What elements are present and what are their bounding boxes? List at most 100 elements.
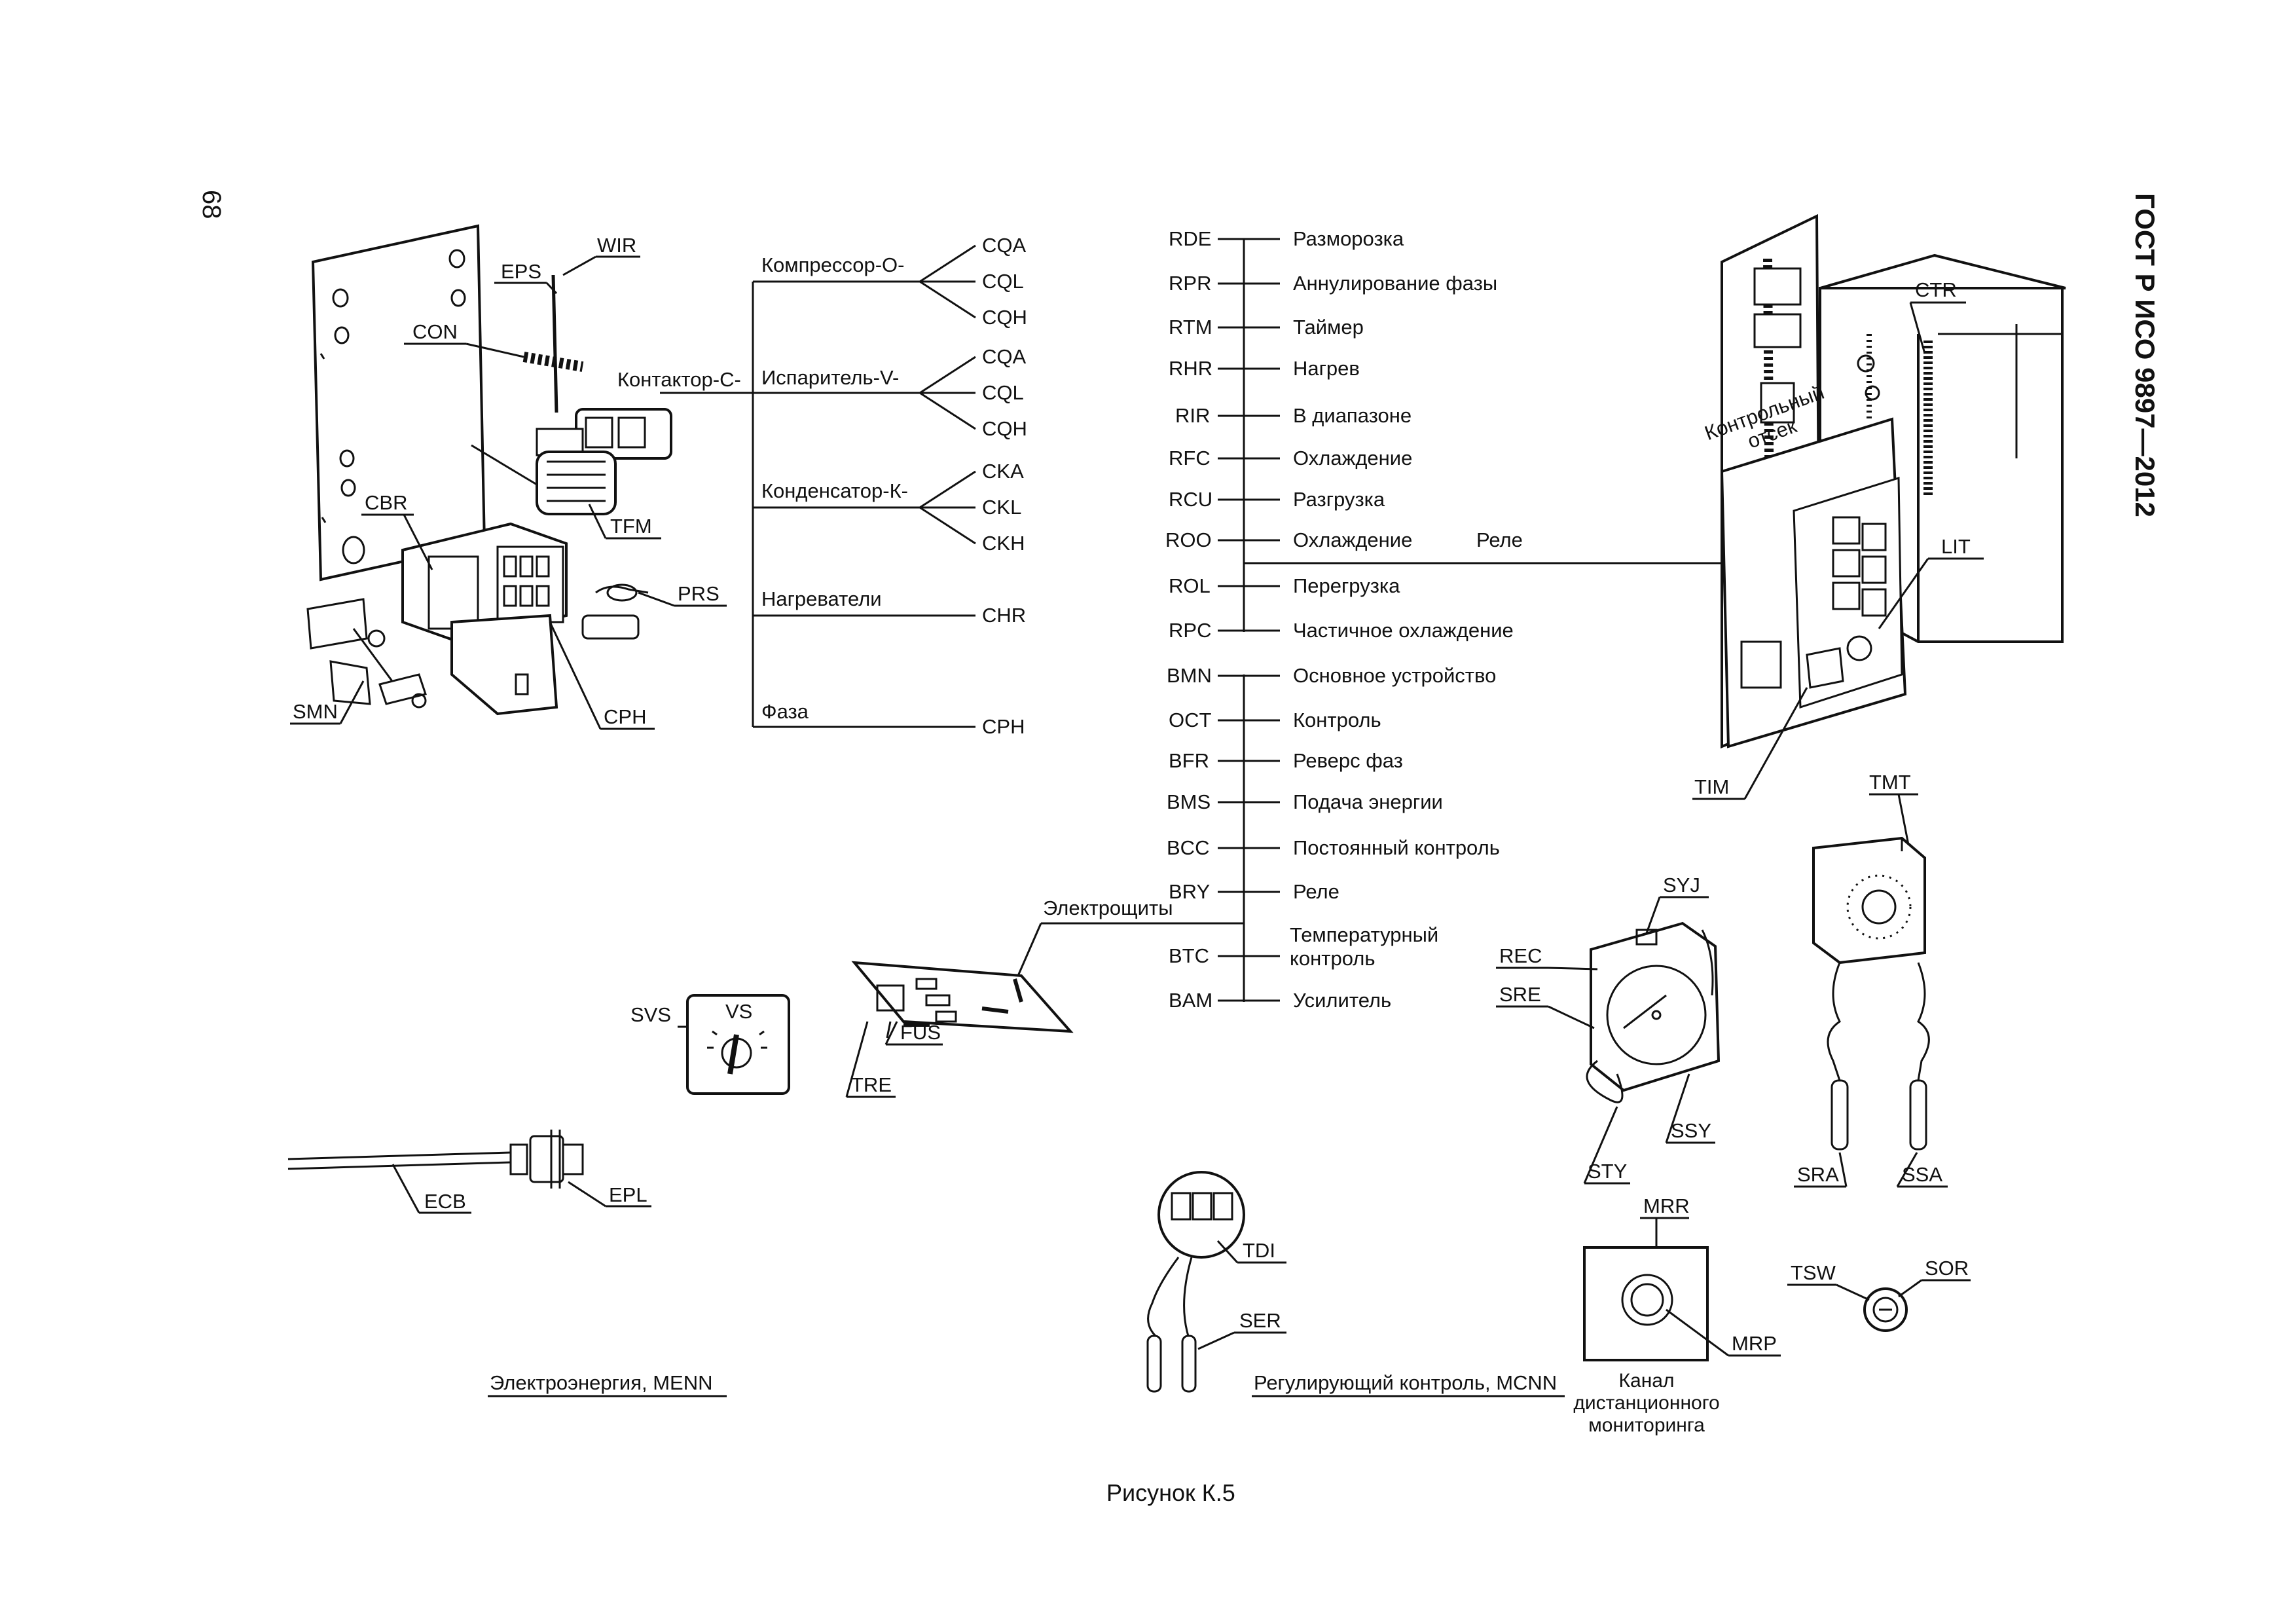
board-name-0: Основное устройство (1293, 664, 1496, 687)
relay-code-5: RFC (1169, 447, 1211, 470)
remote-channel-caption: Канал дистанционного мониторинга (1573, 1370, 1720, 1436)
switch-leaders (1787, 1279, 1971, 1301)
tree-code-4-0: CPH (982, 715, 1025, 738)
tree-branch-1: Испаритель-V- (761, 366, 899, 389)
board-name-7: Усилитель (1293, 989, 1391, 1012)
label-con: CON (412, 320, 458, 343)
label-tmt: TMT (1869, 771, 1911, 794)
tree-code-1-1: CQL (982, 381, 1024, 404)
label-ecb: ECB (424, 1190, 466, 1213)
contactor-tree-lines (660, 244, 976, 728)
relay-code-6: RCU (1169, 488, 1212, 511)
mcnn-caption: Регулирующий контроль, MCNN (1254, 1371, 1557, 1394)
relay-code-0: RDE (1169, 227, 1211, 250)
label-svs: SVS (630, 1003, 671, 1026)
label-ser: SER (1239, 1309, 1281, 1332)
label-vs: VS (725, 1000, 752, 1023)
tree-code-0-0: CQA (982, 234, 1027, 257)
tree-code-2-1: CKL (982, 496, 1021, 519)
label-ssa: SSA (1902, 1163, 1942, 1186)
board-code-3: BMS (1167, 790, 1211, 813)
label-mrr: MRR (1643, 1194, 1690, 1217)
label-sor: SOR (1925, 1257, 1969, 1280)
label-wir: WIR (597, 234, 636, 257)
relay-code-7: ROO (1165, 528, 1212, 551)
board-code-7: BAM (1169, 989, 1212, 1012)
relay-board-stems (1017, 238, 1807, 1002)
label-tdi: TDI (1243, 1239, 1275, 1262)
relay-name-6: Разгрузка (1293, 488, 1385, 511)
tree-code-1-0: CQA (982, 345, 1027, 368)
voltage-selector-drawing (678, 994, 790, 1095)
tree-code-0-1: CQL (982, 270, 1024, 293)
thermostat-leaders (1794, 793, 1948, 1188)
tree-branch-4: Фаза (761, 700, 809, 723)
remote-leaders (1640, 1217, 1781, 1357)
tree-branch-3: Нагреватели (761, 587, 882, 610)
tree-code-3-0: CHR (982, 604, 1026, 627)
relay-name-3: Нагрев (1293, 357, 1360, 380)
label-lit: LIT (1941, 535, 1971, 558)
cabinet-leaders (1692, 301, 1984, 800)
board-leaders (845, 1021, 943, 1098)
board-code-1: OCT (1169, 709, 1212, 731)
tree-branch-2: Конденсатор-К- (761, 479, 908, 502)
label-tfm: TFM (610, 515, 652, 538)
chart-recorder-drawing (1586, 921, 1721, 1103)
thermostat-drawing (1812, 836, 1930, 1151)
tree-root-label: Контактор-С- (617, 368, 741, 391)
board-name-6: Температурный контроль (1290, 923, 1439, 970)
label-prs: PRS (678, 582, 720, 605)
electrical-panel-assembly (306, 224, 672, 716)
board-name-2: Реверс фаз (1293, 749, 1403, 772)
page-number: 68 (197, 190, 226, 219)
tree-code-2-0: CKA (982, 460, 1024, 483)
standard-header: ГОСТ Р ИСО 9897—2012 (2130, 193, 2160, 517)
remote-monitoring-panel (1583, 1246, 1709, 1361)
relay-name-8: Перегрузка (1293, 574, 1400, 597)
tree-branch-0: Компрессор-О- (761, 253, 904, 276)
board-code-5: BRY (1169, 880, 1210, 903)
electrical-board-drawing (851, 961, 1074, 1039)
figure-caption: Рисунок К.5 (1106, 1479, 1235, 1506)
label-fus: FUS (900, 1021, 941, 1044)
relay-code-8: ROL (1169, 574, 1211, 597)
relay-name-4: В диапазоне (1293, 404, 1412, 427)
relay-code-1: RPR (1169, 272, 1211, 295)
board-code-6: BTC (1169, 944, 1209, 967)
label-ctr: CTR (1915, 278, 1957, 301)
power-cable-drawing (287, 1130, 584, 1189)
tree-code-2-2: CKH (982, 532, 1025, 555)
label-cbr: CBR (365, 491, 407, 514)
board-code-4: BCC (1167, 836, 1209, 859)
relay-group-label: Реле (1476, 528, 1523, 551)
label-eps: EPS (501, 260, 541, 283)
tree-code-1-2: CQH (982, 417, 1027, 440)
board-name-5: Реле (1293, 880, 1339, 903)
label-tre: TRE (851, 1073, 892, 1096)
label-sty: STY (1588, 1160, 1627, 1183)
relay-name-1: Аннулирование фазы (1293, 272, 1497, 295)
board-name-6-wrap: Температурный контроль (1290, 923, 1439, 970)
label-syj: SYJ (1663, 874, 1700, 896)
tree-code-0-2: CQH (982, 306, 1027, 329)
label-cph-left: CPH (604, 705, 646, 728)
relay-name-9: Частичное охлаждение (1293, 619, 1514, 642)
label-tsw: TSW (1791, 1261, 1836, 1284)
relay-name-0: Разморозка (1293, 227, 1404, 250)
switch-drawing (1863, 1287, 1908, 1332)
relay-code-9: RPC (1169, 619, 1211, 642)
relay-name-2: Таймер (1293, 316, 1364, 339)
label-ssy: SSY (1671, 1119, 1711, 1142)
digital-indicator-drawing (1146, 1171, 1245, 1393)
board-name-3: Подача энергии (1293, 790, 1443, 813)
control-cabinet (1720, 213, 2066, 748)
label-mrp: MRP (1732, 1332, 1777, 1355)
remote-channel-wrap: Канал дистанционного мониторинга (1573, 1370, 1720, 1436)
board-name-4: Постоянный контроль (1293, 836, 1500, 859)
relay-code-2: RTM (1169, 316, 1212, 339)
relay-code-4: RIR (1175, 404, 1210, 427)
label-smn: SMN (293, 700, 338, 723)
indicator-leaders (1197, 1240, 1286, 1350)
